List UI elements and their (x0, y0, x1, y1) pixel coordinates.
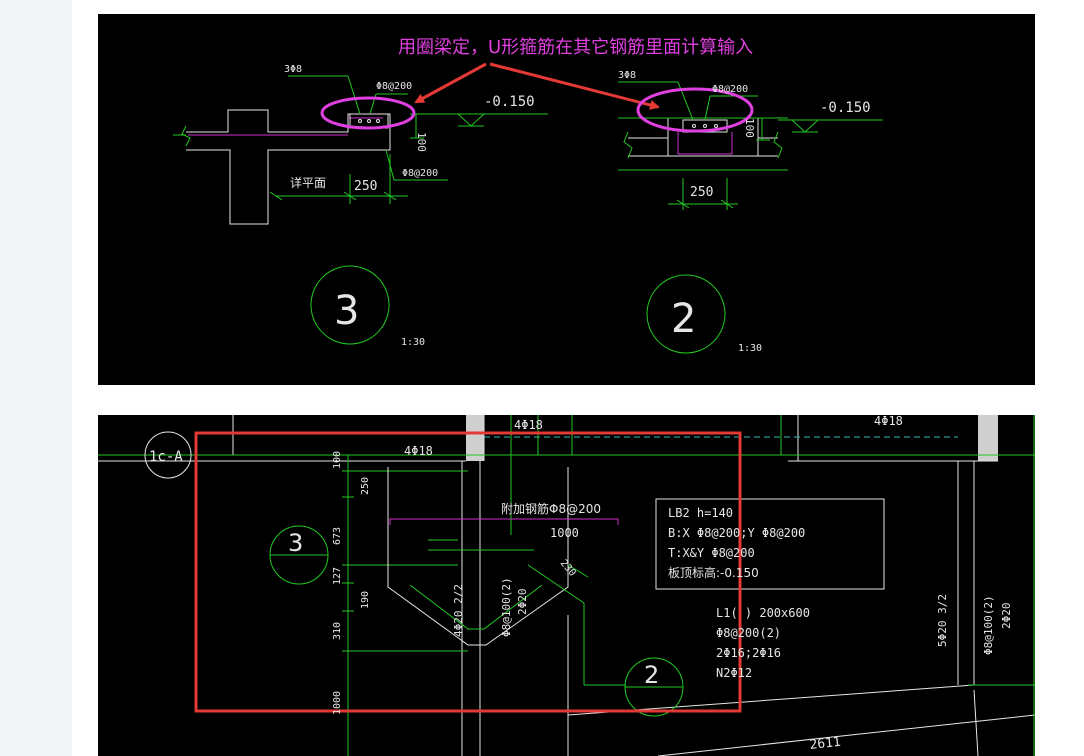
right-dim-width: 250 (690, 185, 713, 200)
cad-floor-plan: 1c-A 4Φ18 4Φ18 4Φ18 100 250 673 127 190 … (98, 415, 1035, 756)
plan-section-2: 2 (644, 661, 659, 689)
left-stirrup-bottom: Φ8@200 (402, 168, 438, 179)
dim-190: 190 (360, 591, 371, 609)
left-gutter (0, 0, 72, 756)
annotation-arrow-right (489, 62, 660, 110)
section-details-drawing: 用圈梁定，U形箍筋在其它钢筋里面计算输入 (173, 37, 883, 354)
right-stirrup-top: Φ8@200 (712, 84, 748, 95)
rebar-4phi20: 4Φ20 2/2 (452, 584, 465, 637)
highlight-ellipse-right (636, 87, 754, 133)
beam-line-1: L1( ) 200x600 (716, 606, 810, 620)
left-dim-height: 100 (415, 132, 428, 152)
left-section-number: 3 (334, 288, 359, 334)
plan-section-3: 3 (288, 529, 303, 557)
right-dim-height: 100 (743, 118, 756, 138)
right-rebar-b: Φ8@100(2) (982, 595, 995, 655)
dim-673: 673 (332, 527, 343, 545)
dim-127: 127 (332, 567, 343, 585)
left-rebar-top: 3Φ8 (284, 64, 302, 75)
beam-line-2: Φ8@200(2) (716, 626, 781, 640)
left-dim-width: 250 (354, 179, 377, 194)
beam-line-3: 2Φ16;2Φ16 (716, 646, 781, 660)
added-rebar-label: 附加钢筋Φ8@200 (501, 501, 601, 516)
slab-line-2: B:X Φ8@200;Y Φ8@200 (668, 526, 805, 540)
dim-1000-vertical: 1000 (332, 691, 343, 715)
beam-line-4: N2Φ12 (716, 666, 752, 680)
rebar-stirrup-label: Φ8@100(2) (500, 577, 513, 637)
right-scale: 1:30 (738, 343, 762, 354)
dim-310: 310 (332, 622, 343, 640)
annotation-arrow-left (414, 62, 487, 104)
rebar-top-a: 4Φ18 (404, 444, 433, 458)
slab-line-1: LB2 h=140 (668, 506, 733, 520)
rebar-2phi20: 2Φ20 (516, 589, 529, 616)
slab-line-3: T:X&Y Φ8@200 (668, 546, 755, 560)
floor-plan-drawing: 1c-A 4Φ18 4Φ18 4Φ18 100 250 673 127 190 … (98, 415, 1035, 756)
dim-230: 230 (558, 558, 578, 579)
left-detail-label: 详平面 (290, 175, 326, 190)
cad-section-details: 用圈梁定，U形箍筋在其它钢筋里面计算输入 (98, 14, 1035, 385)
right-rebar-c: 2Φ20 (1000, 603, 1013, 630)
axis-label: 1c-A (149, 449, 183, 465)
left-elevation: -0.150 (484, 94, 535, 110)
left-scale: 1:30 (401, 337, 425, 348)
section-3-detail (173, 75, 548, 345)
right-rebar-top: 3Φ8 (618, 70, 636, 81)
right-elevation: -0.150 (820, 100, 871, 116)
rebar-top-b: 4Φ18 (514, 418, 543, 432)
right-rebar-a: 5Φ20 3/2 (936, 594, 949, 647)
dim-1000: 1000 (550, 526, 579, 540)
rebar-top-c: 4Φ18 (874, 415, 903, 428)
dim-2611: 2611 (809, 735, 842, 753)
dim-100: 100 (332, 451, 343, 469)
left-stirrup-top: Φ8@200 (376, 81, 412, 92)
highlight-ellipse-left (320, 96, 416, 130)
right-section-number: 2 (671, 296, 696, 342)
dim-250: 250 (360, 477, 371, 495)
section-2-detail (618, 81, 883, 354)
slab-line-4: 板顶标高:-0.150 (668, 565, 759, 580)
highlight-rect (194, 431, 742, 713)
annotation-text: 用圈梁定，U形箍筋在其它钢筋里面计算输入 (398, 37, 753, 58)
